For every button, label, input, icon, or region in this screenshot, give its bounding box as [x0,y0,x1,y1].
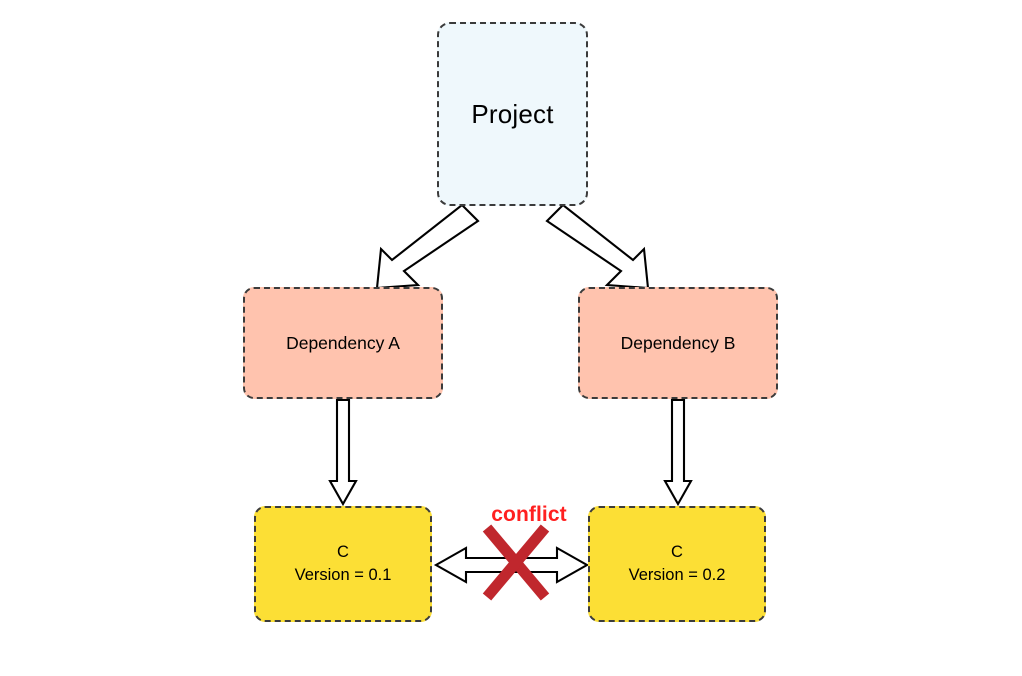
node-project-label: Project [471,99,554,129]
node-c-version-0-2[interactable]: C Version = 0.2 [588,506,766,622]
node-project[interactable]: Project [437,22,588,206]
node-c-right-version: Version = 0.2 [628,566,726,584]
node-dependency-b[interactable]: Dependency B [578,287,778,399]
arrow-conflict-double-headed [433,546,590,584]
node-c-left-version: Version = 0.1 [294,566,392,584]
node-c-left-label: C [337,543,349,561]
conflict-label: conflict [491,503,567,526]
arrow-dependency-a-to-c-left [328,398,358,507]
node-dependency-b-label: Dependency B [620,333,736,353]
node-c-version-0-1[interactable]: C Version = 0.1 [254,506,432,622]
arrow-project-to-dependency-a [375,203,480,290]
arrow-dependency-b-to-c-right [663,398,693,507]
node-dependency-a-label: Dependency A [286,333,400,353]
node-dependency-a[interactable]: Dependency A [243,287,443,399]
conflict-cross-icon [482,524,550,601]
arrow-project-to-dependency-b [545,203,650,290]
node-c-right-label: C [671,543,683,561]
